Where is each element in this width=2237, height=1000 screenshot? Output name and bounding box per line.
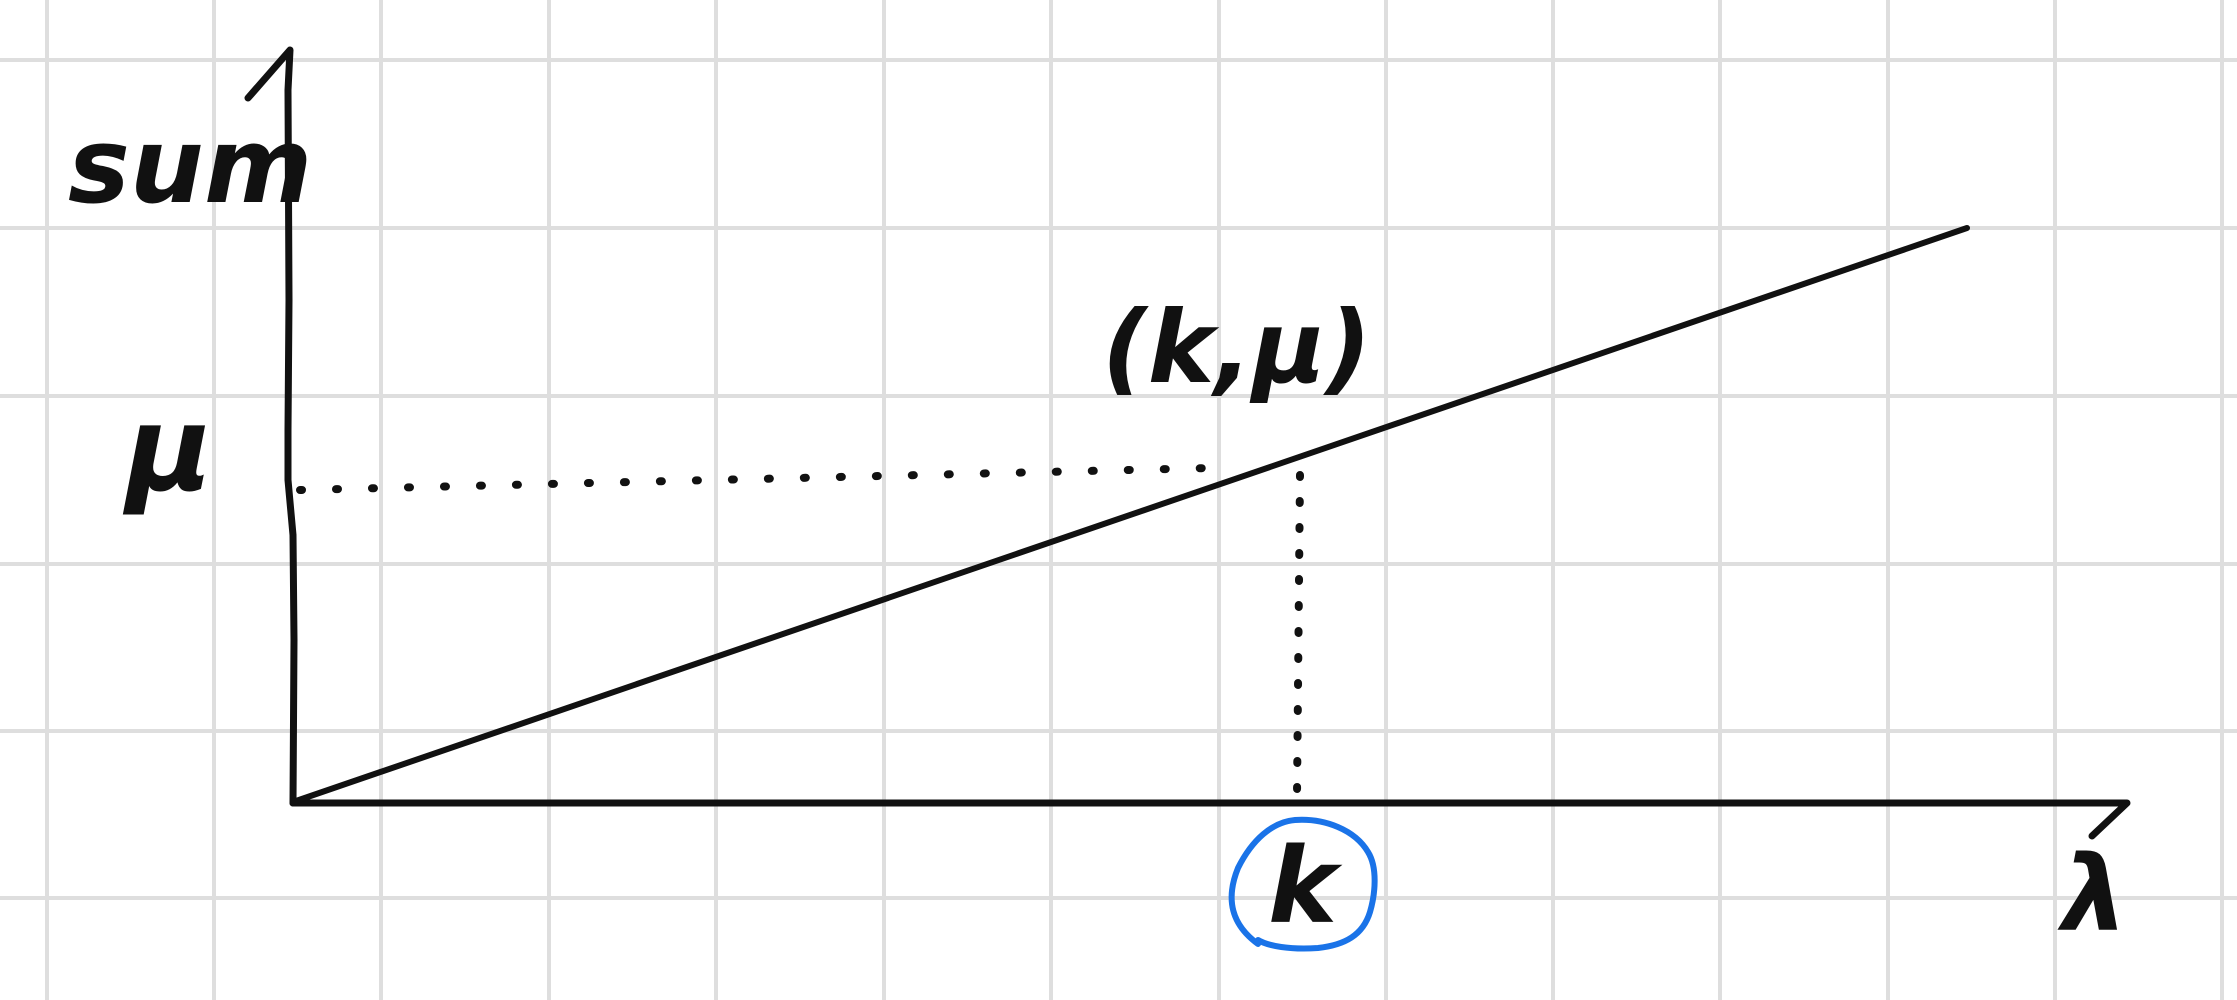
sum-line — [290, 225, 1970, 805]
axes — [244, 46, 2131, 840]
horizontal-guide-mu — [296, 464, 1214, 494]
y-axis-label: sum — [68, 105, 312, 227]
vertical-guide-k — [1293, 471, 1304, 799]
x-axis — [289, 799, 2131, 840]
guide-lines — [296, 464, 1304, 799]
k-highlight-circle — [1228, 816, 1378, 952]
y-tick-label-mu: μ — [122, 380, 213, 518]
y-axis — [244, 46, 298, 807]
x-axis-label: λ — [2057, 833, 2128, 955]
point-label: (k,μ) — [1102, 289, 1371, 406]
x-tick-label-k: k — [1268, 825, 1343, 947]
